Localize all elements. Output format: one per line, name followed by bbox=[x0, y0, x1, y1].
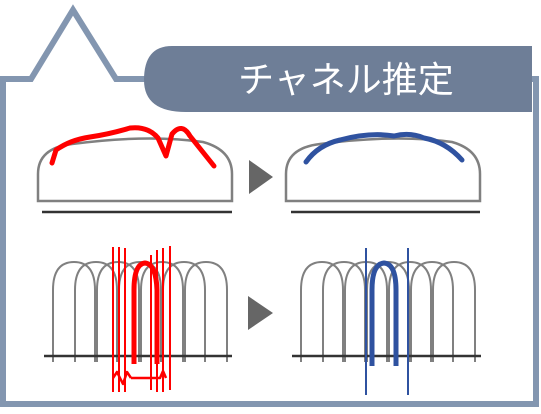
noisy-subcarrier-panel bbox=[44, 246, 232, 392]
estimated-channel-curve bbox=[303, 131, 465, 165]
right-triangle-arrow-icon bbox=[248, 296, 273, 330]
title-badge: チャネル推定 bbox=[144, 46, 532, 112]
subcarrier-arch bbox=[388, 260, 432, 362]
noisy-channel-curve bbox=[49, 125, 217, 169]
right-triangle-arrow-icon bbox=[249, 160, 273, 194]
subcarrier-arch bbox=[410, 260, 454, 362]
estimated-subcarrier-panel bbox=[292, 248, 481, 395]
noisy-channel-panel bbox=[36, 125, 234, 214]
estimated-subcarrier-peak bbox=[369, 260, 399, 366]
subcarrier-arch bbox=[184, 260, 228, 362]
subcarrier-arch bbox=[322, 260, 366, 362]
title-label: チャネル推定 bbox=[238, 60, 454, 101]
subcarrier-arch bbox=[432, 260, 476, 362]
subcarrier-arch bbox=[52, 260, 96, 362]
envelope-outline bbox=[36, 137, 234, 203]
subcarrier-arch bbox=[74, 260, 118, 362]
noisy-window-lines bbox=[112, 246, 171, 392]
envelope-outline bbox=[284, 137, 482, 203]
subcarrier-arch bbox=[300, 260, 344, 362]
estimated-channel-panel bbox=[284, 131, 482, 214]
noisy-bottom-connector bbox=[111, 369, 168, 386]
estimated-window-lines bbox=[365, 248, 409, 395]
